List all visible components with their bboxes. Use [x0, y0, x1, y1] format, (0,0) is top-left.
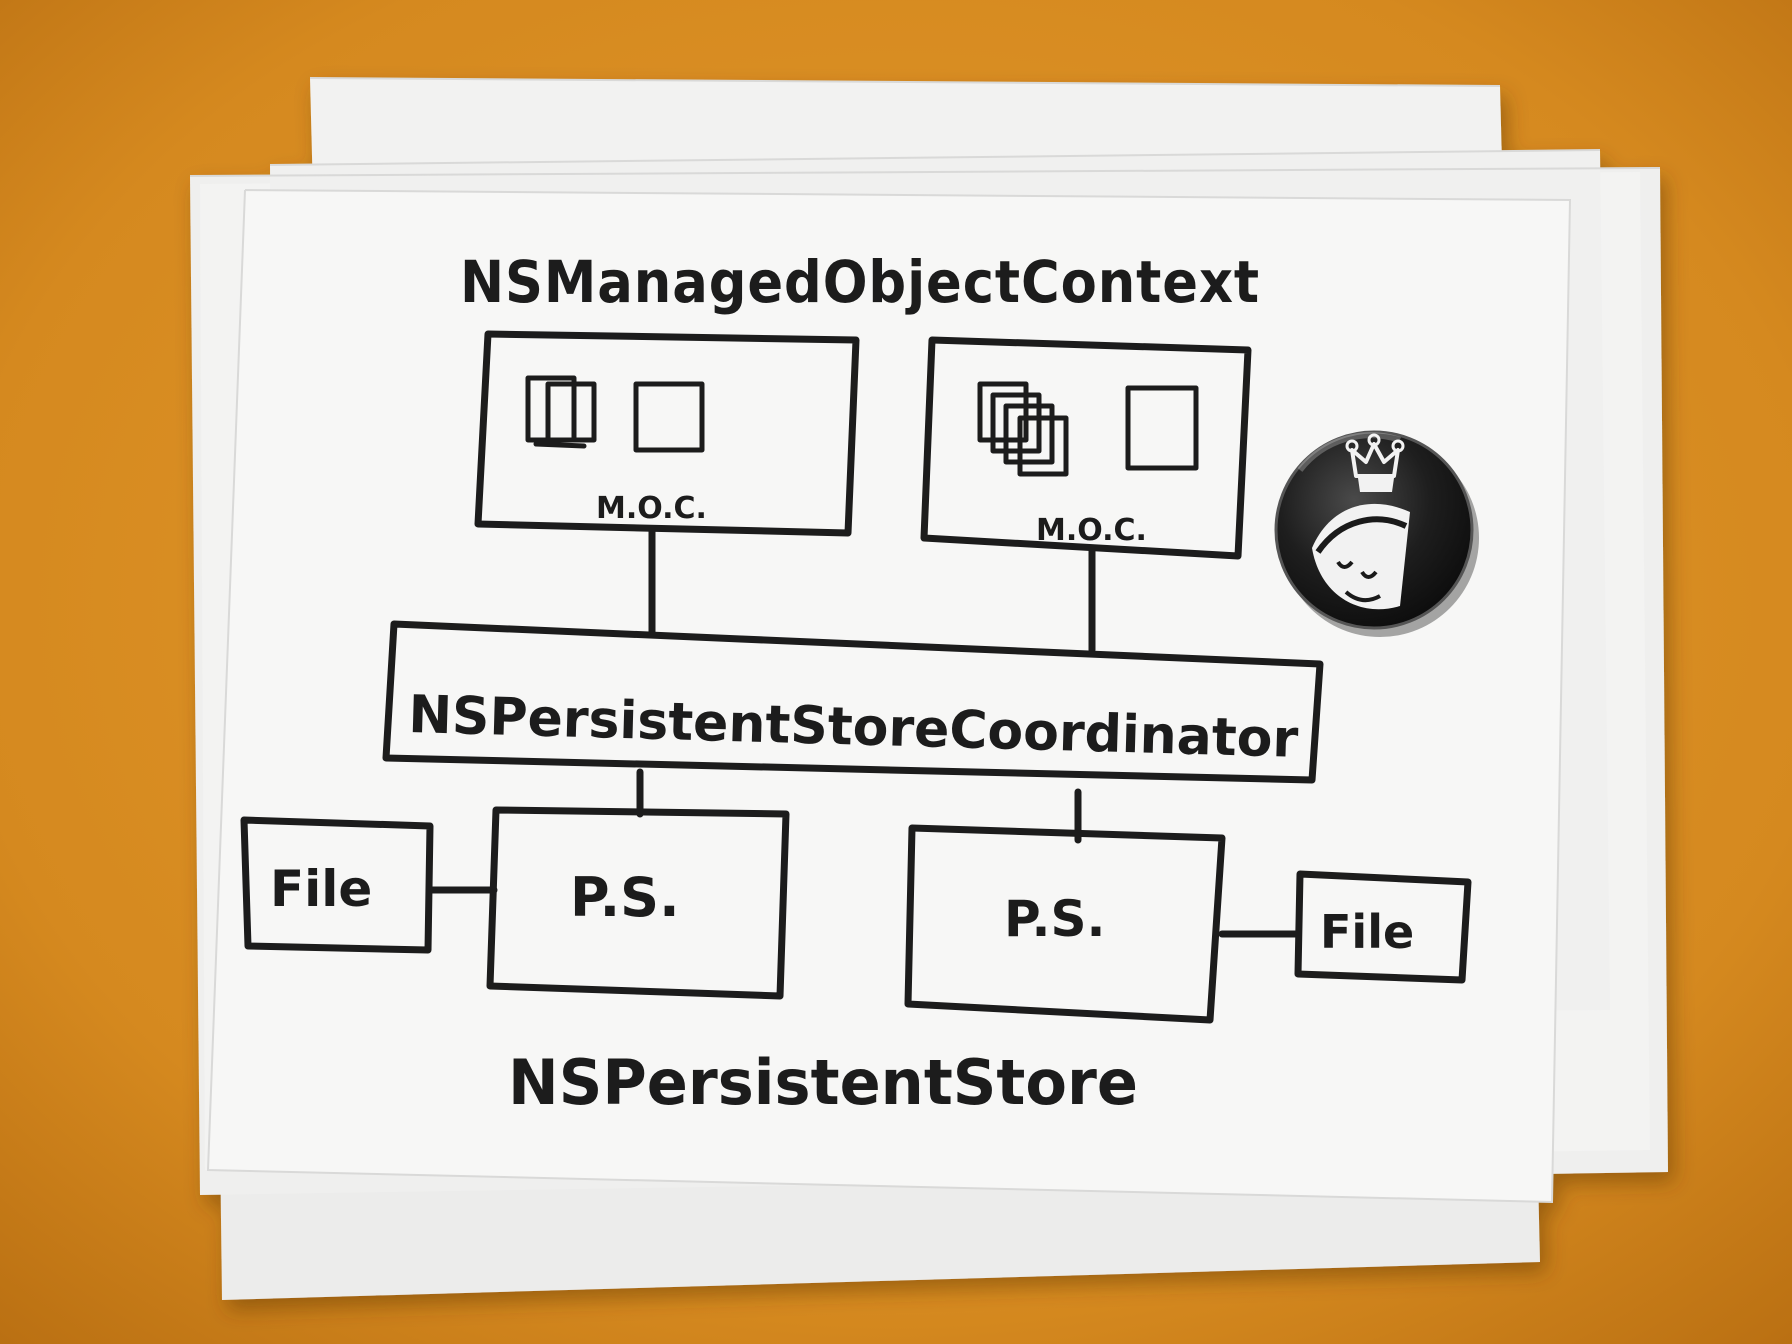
file-right-label: File [1320, 905, 1414, 959]
object-stack-icon [525, 375, 597, 449]
paper-stack [190, 78, 1668, 1300]
moc-right-box: M.O.C. [920, 336, 1252, 560]
moc-right-label: M.O.C. [1036, 513, 1147, 548]
object-icon [633, 381, 705, 453]
store-left-box: P.S. [486, 806, 790, 1000]
file-left-box: File [240, 816, 434, 954]
object-stack-icon [977, 381, 1069, 477]
file-right-box: File [1294, 870, 1472, 984]
moc-left-label: M.O.C. [596, 491, 707, 526]
store-left-label: P.S. [570, 866, 680, 929]
store-right-label: P.S. [1004, 890, 1105, 948]
file-left-label: File [270, 860, 372, 918]
title-managed-object-context: NSManagedObjectContext [460, 248, 1260, 316]
crowned-face-badge-icon [1274, 430, 1479, 637]
object-icon [1125, 385, 1199, 471]
store-right-box: P.S. [904, 824, 1226, 1024]
moc-left-box: M.O.C. [474, 330, 860, 537]
paper-edges [189, 77, 1661, 1204]
title-persistent-store: NSPersistentStore [508, 1046, 1138, 1119]
